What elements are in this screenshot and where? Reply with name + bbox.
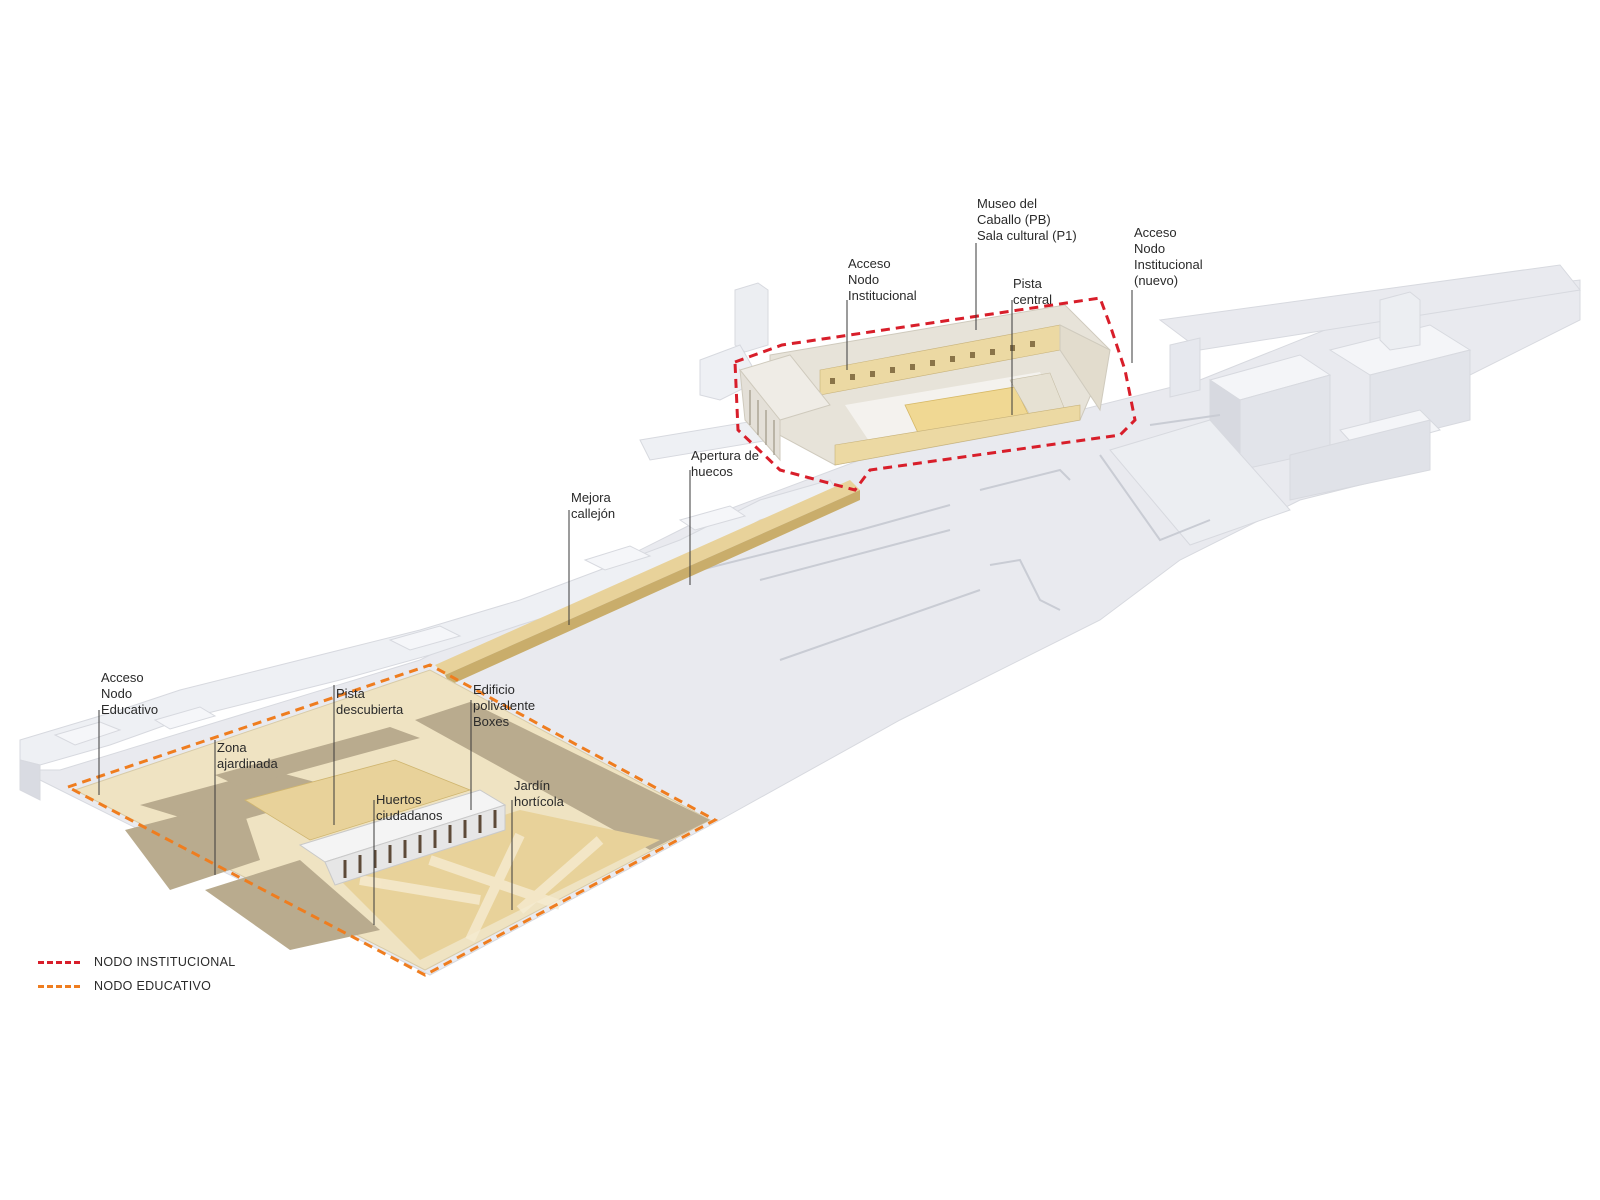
educational-garden <box>73 669 712 971</box>
institutional-building <box>739 304 1111 466</box>
leader-lines <box>98 243 1133 925</box>
legend-label-institucional: NODO INSTITUCIONAL <box>94 955 236 969</box>
legend-label-educativo: NODO EDUCATIVO <box>94 979 212 993</box>
educational-node-outline <box>64 663 719 977</box>
institutional-node-outline <box>733 296 1137 492</box>
alley <box>435 480 860 685</box>
legend-item-educativo: NODO EDUCATIVO <box>38 974 236 998</box>
legend-swatch-institucional <box>38 960 80 964</box>
legend-swatch-educativo <box>38 984 80 988</box>
legend: NODO INSTITUCIONAL NODO EDUCATIVO <box>38 950 236 998</box>
legend-item-institucional: NODO INSTITUCIONAL <box>38 950 236 974</box>
